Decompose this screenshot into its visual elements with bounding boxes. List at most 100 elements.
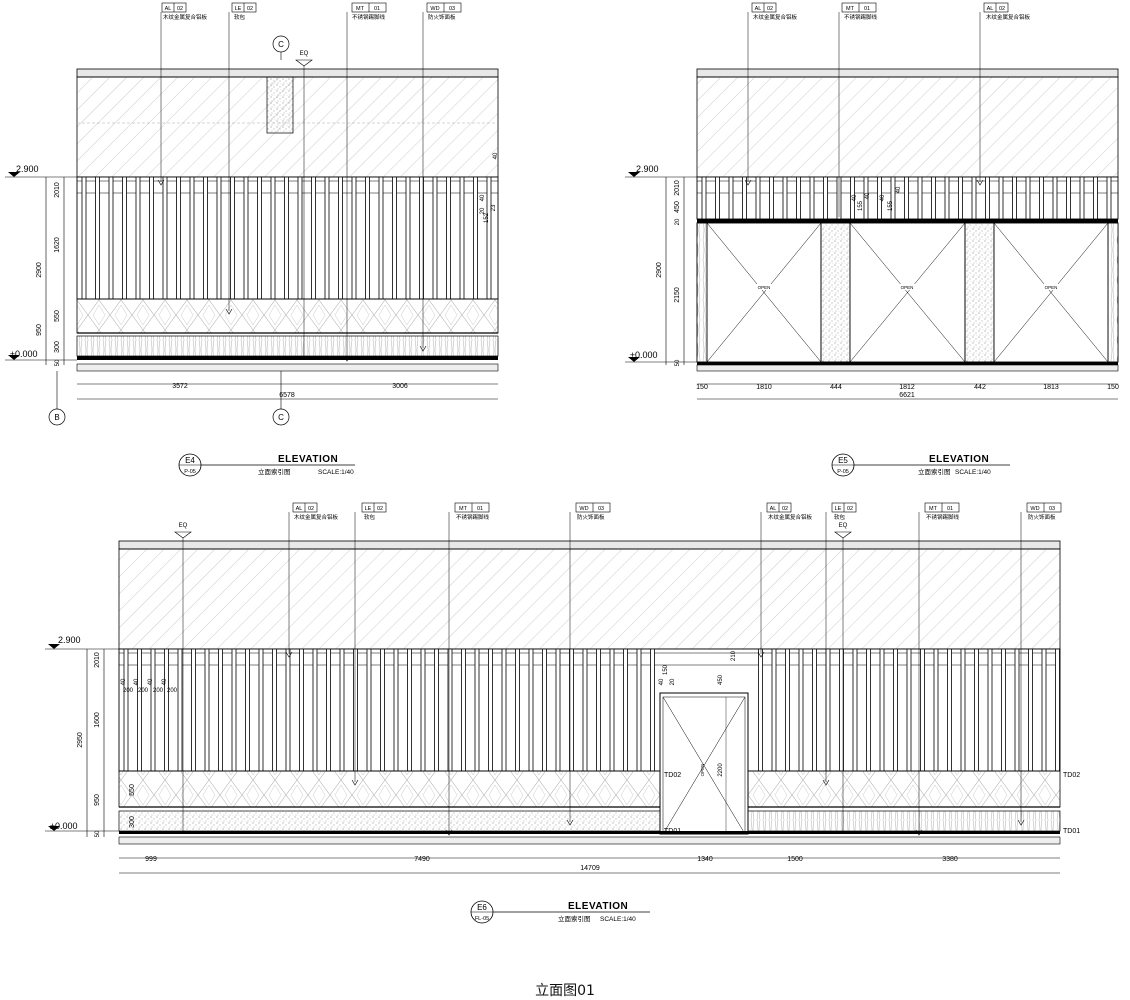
slat <box>270 176 276 300</box>
e5-level-zero-text: ±0.000 <box>630 350 657 360</box>
slat <box>879 648 885 772</box>
slat <box>162 176 168 300</box>
slat <box>1028 648 1033 772</box>
slat <box>917 176 923 220</box>
svg-text:40: 40 <box>121 678 127 685</box>
e4-grid-c-top-label: C <box>278 40 284 49</box>
svg-text:EQ: EQ <box>839 523 848 529</box>
svg-text:50: 50 <box>95 830 101 837</box>
e5-door-2: OPEN <box>849 222 966 363</box>
slat <box>326 648 331 772</box>
svg-text:2150: 2150 <box>674 287 681 303</box>
e4-upholstery-band <box>76 298 499 334</box>
e6-td02-left: TD02 <box>664 772 681 779</box>
slat <box>933 648 939 772</box>
slat <box>769 176 774 220</box>
svg-text:2010: 2010 <box>674 180 681 196</box>
svg-text:EQ: EQ <box>179 523 188 529</box>
e4-title-block: E4 P-05 ELEVATION 立面索引图 SCALE:1/40 <box>178 453 355 477</box>
svg-text:OPEN: OPEN <box>901 285 914 290</box>
svg-text:50: 50 <box>675 359 681 366</box>
slat <box>623 648 628 772</box>
svg-text:AL: AL <box>296 506 303 512</box>
e4-title: ELEVATION <box>278 454 338 465</box>
slat <box>177 648 183 772</box>
svg-text:立面索引图: 立面索引图 <box>258 467 291 476</box>
svg-text:1340: 1340 <box>697 856 713 863</box>
svg-text:20: 20 <box>670 678 676 685</box>
slat <box>149 176 154 300</box>
svg-text:3380: 3380 <box>942 856 958 863</box>
slat <box>728 176 734 220</box>
e6-title-block: E6 FL-05 ELEVATION 立面索引图 SCALE:1/40 <box>470 900 650 924</box>
slat <box>1025 176 1031 220</box>
slat <box>243 176 249 300</box>
slat <box>189 176 195 300</box>
slat <box>944 176 950 220</box>
svg-text:LE: LE <box>235 6 242 12</box>
e4-level-zero: ±0.000 <box>5 349 77 361</box>
slat <box>380 648 385 772</box>
svg-text:AL: AL <box>165 6 172 12</box>
slat <box>204 648 210 772</box>
slat <box>1066 176 1071 220</box>
svg-text:FL-05: FL-05 <box>475 916 489 922</box>
e4-dim-right-5: 23 <box>491 204 497 211</box>
e4-level-top: 2.900 <box>5 164 77 178</box>
slat <box>1093 176 1098 220</box>
svg-text:MT: MT <box>356 6 365 12</box>
svg-text:1810: 1810 <box>756 384 772 391</box>
slat <box>393 648 399 772</box>
e4-tag-le: LE 02 软包 <box>225 2 257 315</box>
slat <box>825 648 831 772</box>
slat <box>798 648 804 772</box>
slat <box>890 176 896 220</box>
svg-text:40: 40 <box>134 678 140 685</box>
e4-grid-c-top <box>272 35 290 53</box>
slat <box>245 648 250 772</box>
e6-door: OPEN 2200 <box>659 692 749 835</box>
svg-text:01: 01 <box>864 6 870 12</box>
svg-text:MT: MT <box>929 506 938 512</box>
e4-slats <box>81 176 492 300</box>
slat <box>150 648 156 772</box>
slat <box>596 648 601 772</box>
svg-text:E4: E4 <box>185 456 195 465</box>
elevation-e6: OPEN 2200 TD02 TD01 TD02 TD01 2.900 ±0.0… <box>45 502 1080 924</box>
svg-text:SCALE:1/40: SCALE:1/40 <box>318 469 354 476</box>
slat <box>755 176 761 220</box>
slat <box>904 176 909 220</box>
svg-text:150: 150 <box>696 384 708 391</box>
slat <box>420 648 426 772</box>
slat <box>701 176 707 220</box>
svg-text:不锈钢踢脚线: 不锈钢踢脚线 <box>456 513 490 521</box>
svg-text:软包: 软包 <box>364 513 376 521</box>
slat <box>823 176 828 220</box>
slat <box>501 648 507 772</box>
svg-text:1812: 1812 <box>899 384 915 391</box>
e5-tag-mt: MT 01 不锈钢踢脚线 <box>838 2 878 217</box>
e6-level-top-text: 2.900 <box>58 635 81 645</box>
svg-text:20: 20 <box>675 218 681 225</box>
slat <box>446 176 451 300</box>
svg-text:444: 444 <box>830 384 842 391</box>
svg-text:立面索引图: 立面索引图 <box>918 467 951 476</box>
e6-td01-left: TD01 <box>664 828 681 835</box>
svg-text:OPEN: OPEN <box>700 764 705 777</box>
e6-title: ELEVATION <box>568 901 628 912</box>
slat <box>312 648 318 772</box>
e4-grid-c-bottom <box>272 408 290 426</box>
e4-tag-mt: MT 01 不锈钢踢脚线 <box>343 2 387 362</box>
e4-tag-wd: WD 03 防火饰面板 <box>419 2 462 352</box>
svg-text:MT: MT <box>846 6 855 12</box>
slat <box>555 648 561 772</box>
slat <box>582 648 588 772</box>
svg-text:02: 02 <box>247 6 253 12</box>
slat <box>974 648 979 772</box>
svg-text:210: 210 <box>731 650 737 661</box>
e4-tag-al: AL 02 木纹金属复合铝板 <box>157 2 208 186</box>
svg-text:SCALE:1/40: SCALE:1/40 <box>600 916 636 923</box>
svg-text:01: 01 <box>374 6 380 12</box>
svg-text:MT: MT <box>459 506 468 512</box>
e4-dim-bottom-2: 3006 <box>392 383 408 390</box>
